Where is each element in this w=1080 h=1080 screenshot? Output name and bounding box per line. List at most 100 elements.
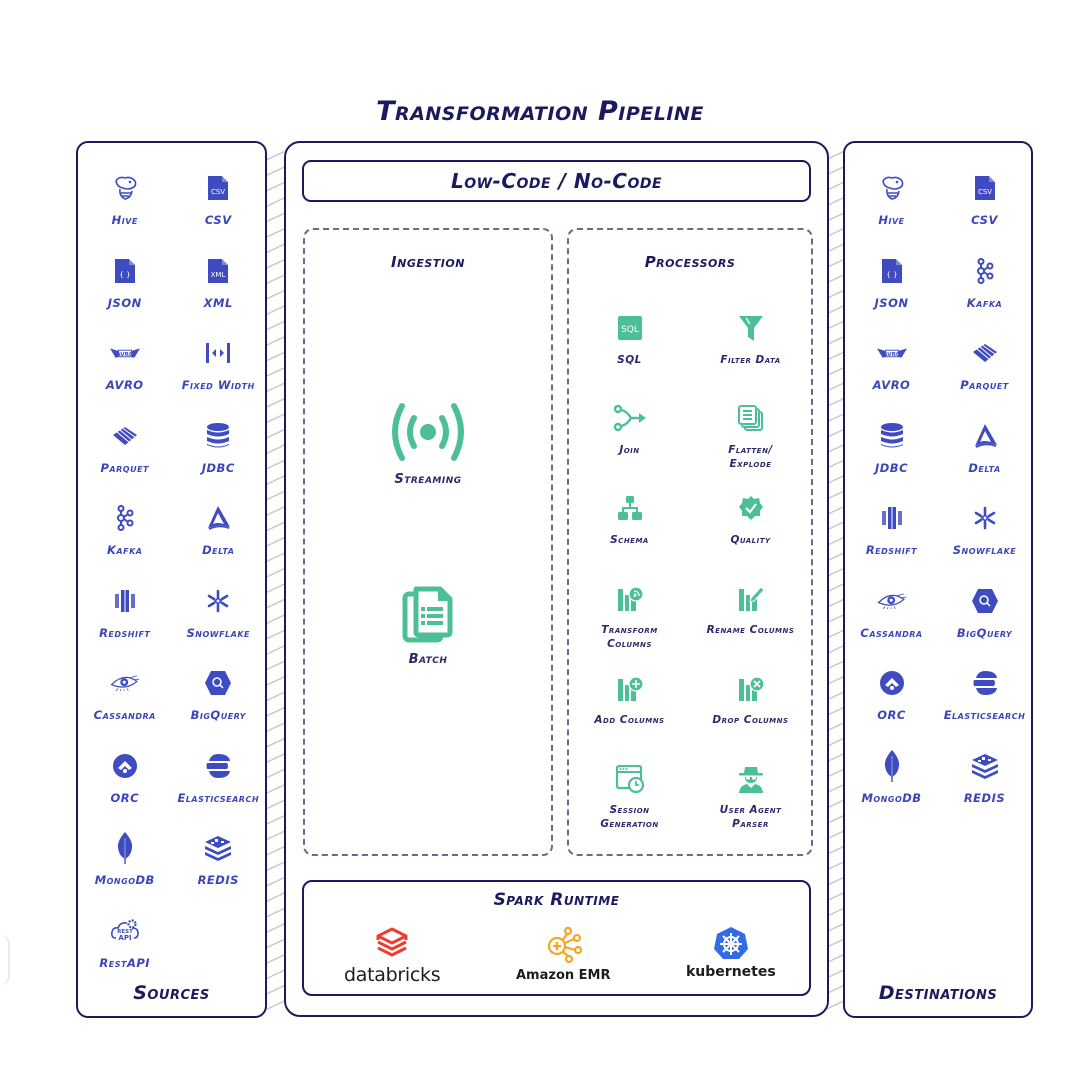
processor-item-join[interactable]: Join [569,404,690,495]
destination-item-label: Redshift [865,543,918,557]
destination-item-hive[interactable]: Hive [845,173,938,256]
streaming-broadcast-icon [392,403,464,461]
source-item-redis[interactable]: REDIS [172,833,266,916]
snowflake-icon [203,586,233,616]
runtime-amazon-emr[interactable]: Amazon EMR [516,926,611,983]
cassandra-eye-icon [876,586,907,616]
source-item-label: Cassandra [93,708,156,722]
source-item-json[interactable]: { }JSON [78,256,172,339]
processor-item-flatten-explode[interactable]: Flatten/ Explode [690,405,811,495]
destination-item-mongodb[interactable]: MongoDB [845,749,938,834]
destination-item-label: Snowflake [952,543,1017,557]
destination-item-label: Cassandra [860,625,923,640]
xml-file-icon: XML [203,256,233,286]
processor-item-filter-data[interactable]: Filter Data [690,315,811,405]
cassandra-eye-icon [110,668,140,698]
source-item-snowflake[interactable]: Snowflake [172,586,266,669]
destination-item-snowflake[interactable]: Snowflake [938,503,1031,586]
source-item-kafka[interactable]: Kafka [78,503,172,586]
source-item-label: Hive [111,213,138,227]
source-item-label: BigQuery [190,708,246,722]
destination-item-label: REDIS [963,790,1006,805]
source-item-xml[interactable]: XML XML [172,256,266,339]
destination-item-bigquery[interactable]: BigQuery [938,586,1031,669]
processor-item-transform-columns[interactable]: Transform Columns [569,585,690,675]
ingestion-title: Ingestion [391,253,465,271]
destination-item-redis[interactable]: REDIS [938,751,1031,834]
runtime-label: Amazon EMR [516,968,611,983]
avro-icon: AVRO [109,338,140,368]
source-item-label: JDBC [201,460,235,475]
source-item-elasticsearch[interactable]: Elasticsearch [172,751,266,834]
ingestion-item-streaming[interactable]: Streaming [305,400,551,487]
processor-item-drop-columns[interactable]: Drop Columns [690,675,811,765]
destination-item-label: AVRO [872,378,911,392]
source-item-label: Delta [202,543,235,557]
destination-item-parquet[interactable]: Parquet [938,338,1031,421]
source-item-jdbc[interactable]: JDBC [172,421,266,504]
destination-item-delta[interactable]: Delta [938,421,1031,504]
source-item-label: Elasticsearch [177,790,260,805]
runtime-kubernetes[interactable]: kubernetes [686,926,776,980]
source-item-hive[interactable]: Hive [78,173,172,256]
source-item-fixed-width[interactable]: Fixed Width [172,338,266,421]
destination-item-kafka[interactable]: Kafka [938,256,1031,339]
destination-item-jdbc[interactable]: JDBC [845,421,938,504]
drop-columns-icon [737,675,765,705]
destination-item-elasticsearch[interactable]: Elasticsearch [938,668,1031,751]
svg-text:XML: XML [211,271,226,279]
filter-funnel-icon [738,315,764,345]
destination-item-cassandra[interactable]: Cassandra [845,586,938,669]
ingestion-item-batch[interactable]: Batch [305,586,551,667]
destinations-title: Destinations [878,982,998,1004]
source-item-redshift[interactable]: Redshift [78,586,172,669]
source-item-parquet[interactable]: Parquet [78,421,172,504]
bigquery-icon [203,668,233,698]
destination-item-label: Kafka [966,295,1003,310]
user-agent-spy-icon [737,765,765,795]
processor-item-rename-columns[interactable]: Rename Columns [690,585,811,675]
processor-item-quality[interactable]: Quality [690,495,811,585]
source-item-label: XML [203,295,233,310]
processor-item-add-columns[interactable]: Add Columns [569,675,690,765]
destination-item-orc[interactable]: ORC [845,668,938,751]
processor-item-label: User Agent Parser [719,804,782,830]
processor-item-schema[interactable]: Schema [569,495,690,585]
orc-icon [877,668,907,698]
destination-item-label: Elasticsearch [943,708,1026,722]
processor-item-label: Filter Data [720,354,781,366]
source-item-mongodb[interactable]: MongoDB [78,832,172,916]
spark-runtime-title: Spark Runtime [493,890,620,910]
kafka-icon [970,256,1000,286]
source-item-bigquery[interactable]: BigQuery [172,668,266,751]
bigquery-icon [970,586,1000,616]
delta-icon [970,421,1000,451]
processor-item-user-agent-parser[interactable]: User Agent Parser [690,765,811,855]
source-item-cassandra[interactable]: Cassandra [78,668,172,751]
processor-item-label: Transform Columns [601,624,658,650]
destination-item-json[interactable]: { }JSON [845,256,938,339]
runtime-databricks[interactable]: databricks [344,926,441,986]
mongodb-leaf-icon [877,749,907,782]
destination-item-redshift[interactable]: Redshift [845,503,938,586]
processor-item-session-generation[interactable]: Session Generation [569,764,690,855]
mongodb-leaf-icon [110,832,140,864]
page-title: Transformation Pipeline [376,96,704,127]
destination-item-label: Delta [968,460,1001,475]
source-item-orc[interactable]: ORC [78,751,172,834]
processor-item-label: Join [619,444,640,456]
svg-text:SQL: SQL [621,325,639,335]
source-item-delta[interactable]: Delta [172,503,266,586]
processor-item-label: Schema [610,534,649,546]
